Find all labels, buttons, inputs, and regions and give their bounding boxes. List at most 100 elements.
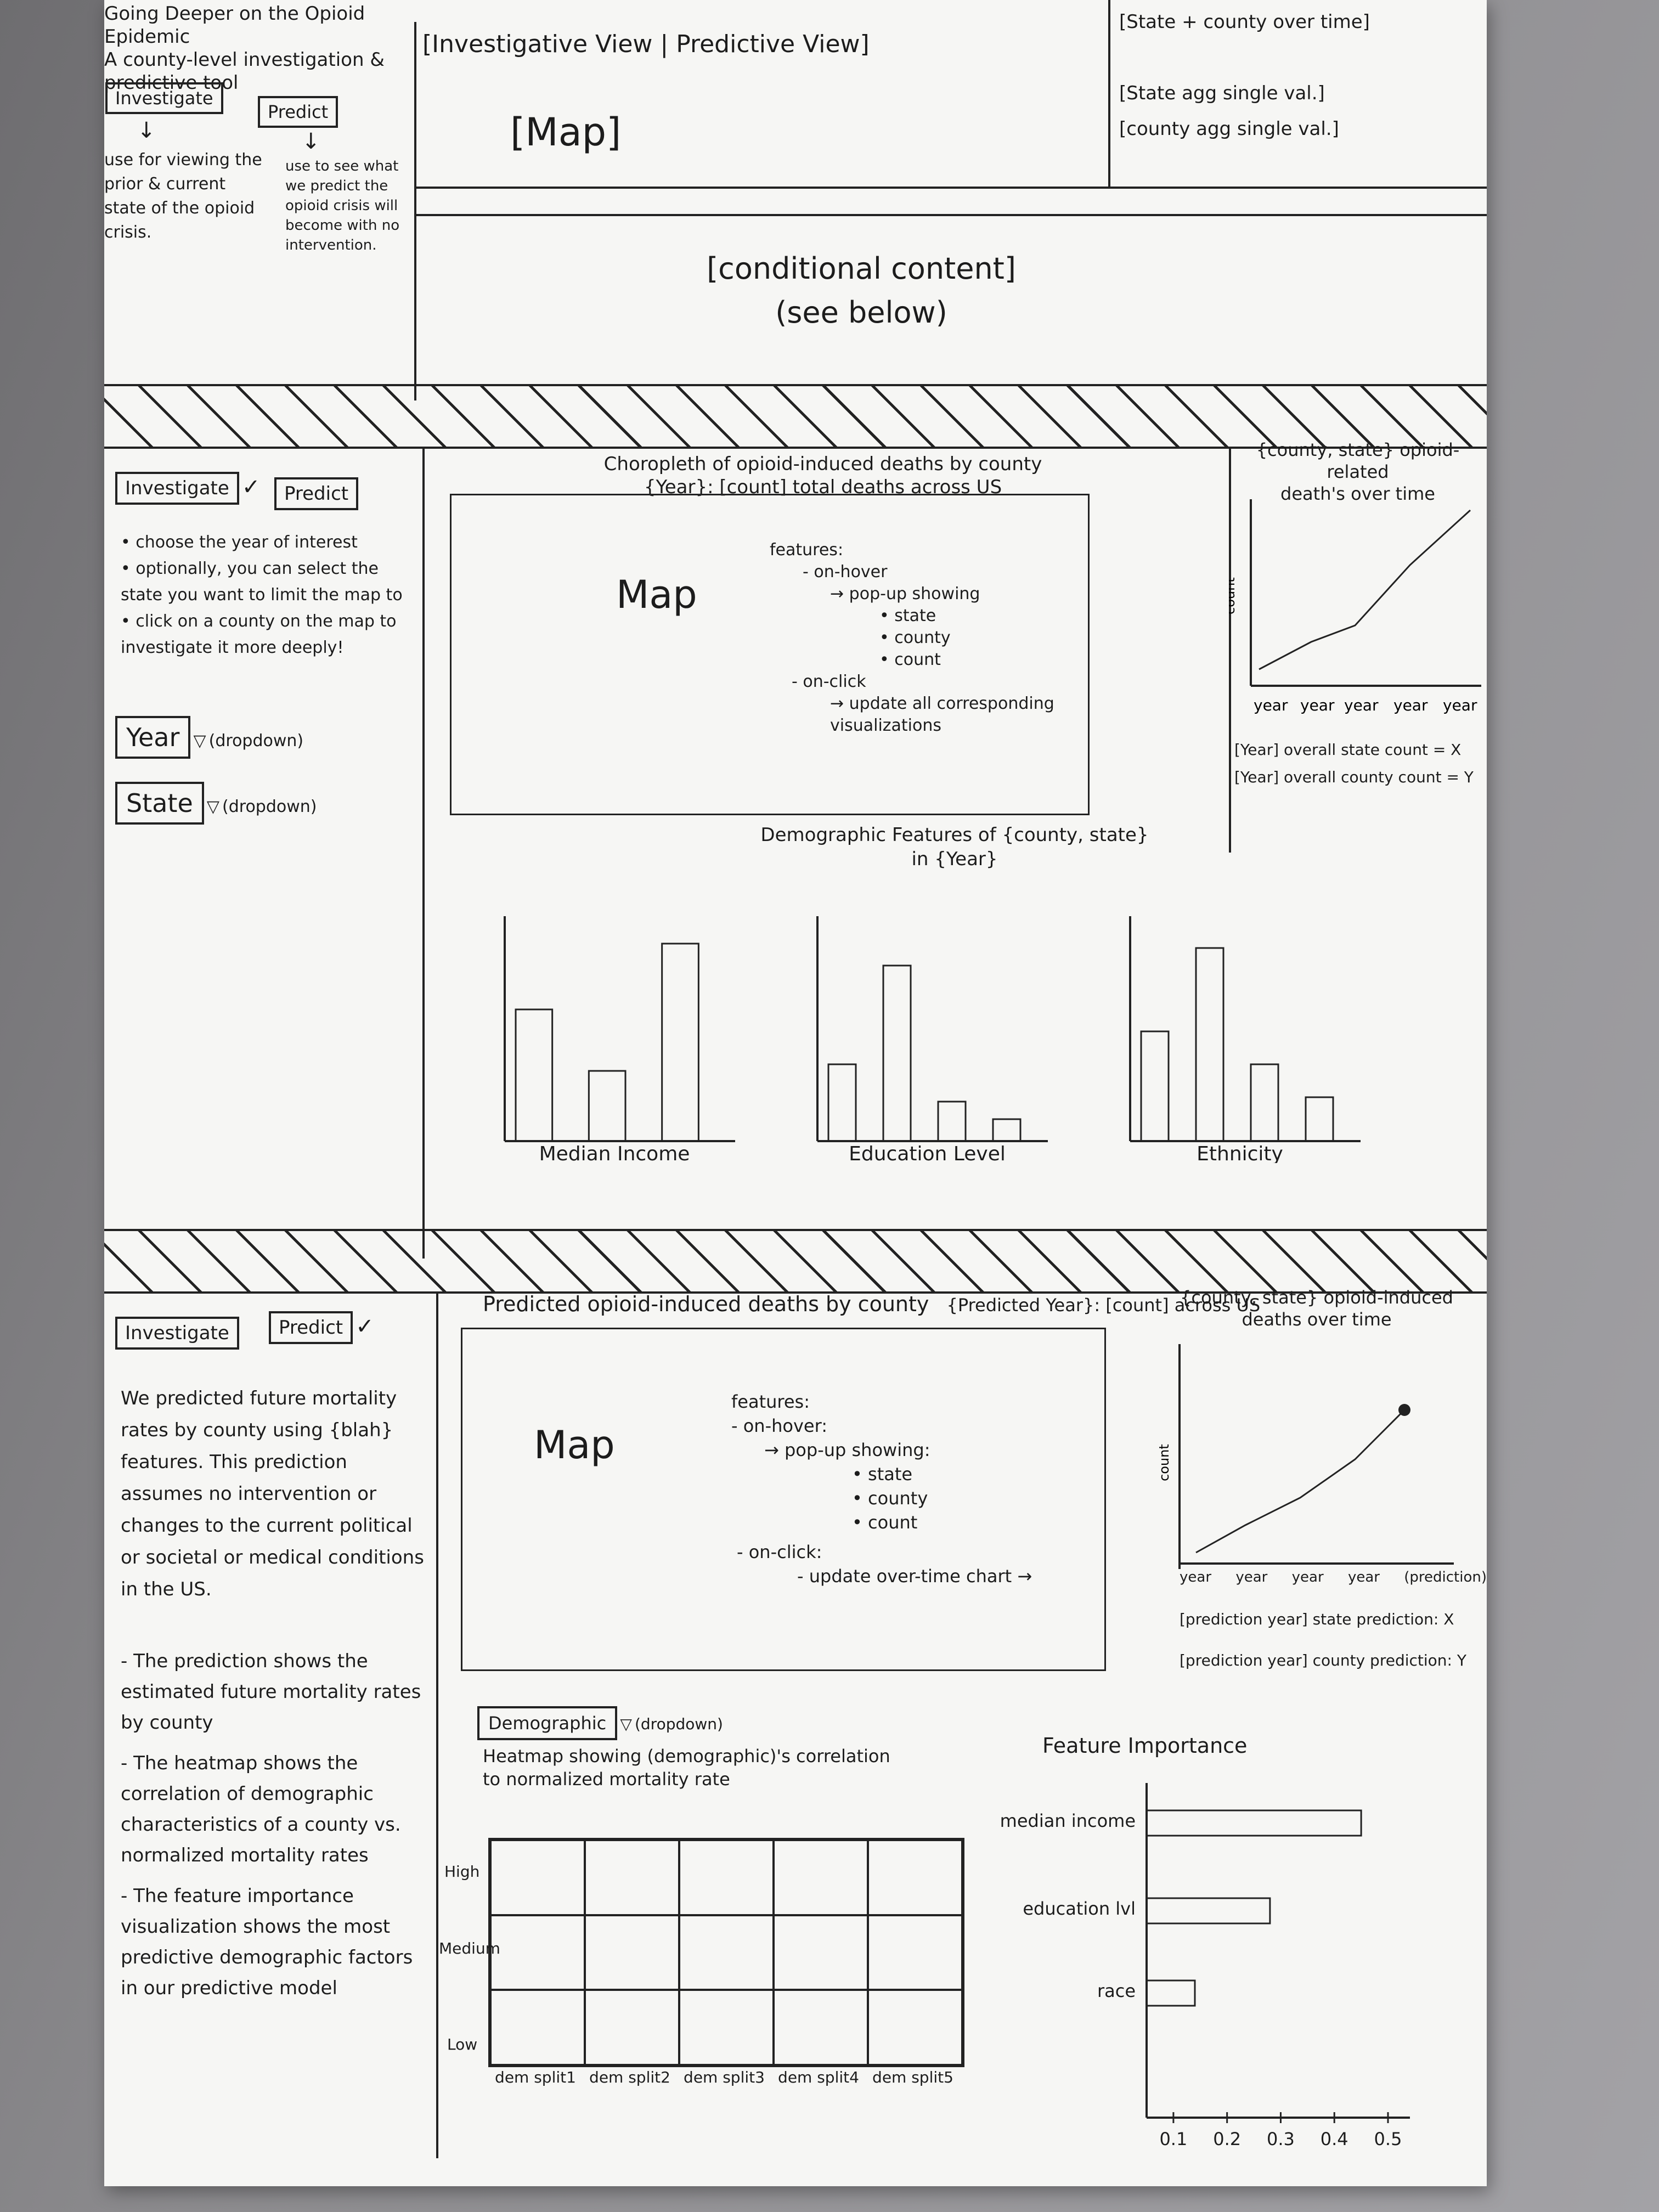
inv-tab-predict[interactable]: Predict bbox=[274, 477, 359, 510]
education-level-chart: Education Level bbox=[816, 916, 1048, 1163]
x-tick: year bbox=[1291, 1569, 1324, 1585]
pred-bullets: - The prediction shows the estimated fut… bbox=[121, 1646, 428, 2004]
inv-tab-investigate-label: Investigate bbox=[115, 472, 239, 505]
heatmap-cell[interactable] bbox=[868, 1990, 962, 2065]
bar[interactable] bbox=[1195, 947, 1224, 1142]
pred-map-label: Map bbox=[534, 1423, 615, 1468]
prediction-point bbox=[1398, 1404, 1410, 1416]
fi-bar[interactable] bbox=[1146, 1897, 1271, 1925]
chevron-down-icon: ▽ bbox=[206, 797, 219, 816]
pred-tab-investigate[interactable]: Investigate bbox=[115, 1317, 239, 1350]
heatmap-row-label: Low bbox=[447, 2035, 478, 2053]
bar[interactable] bbox=[1140, 1030, 1170, 1142]
inv-instruction-2: optionally, you can select the state you… bbox=[121, 556, 406, 608]
pred-line-title-line1: {county, state} opioid-induced bbox=[1180, 1287, 1453, 1308]
inv-map-title: Choropleth of opioid-induced deaths by c… bbox=[455, 453, 1190, 499]
pred-on-click-desc: - update over-time chart → bbox=[797, 1566, 1032, 1587]
inv-on-hover: - on-hover bbox=[803, 562, 888, 582]
inv-popup-item: count bbox=[770, 649, 1077, 671]
heatmap-row-label: High bbox=[444, 1863, 480, 1881]
heatmap-col-label: dem split5 bbox=[872, 2068, 953, 2086]
pred-stat-state: [prediction year] state prediction: X bbox=[1180, 1610, 1454, 1628]
x-tick-label: 0.3 bbox=[1267, 2129, 1295, 2149]
heatmap-cell[interactable] bbox=[679, 1915, 774, 1990]
bar[interactable] bbox=[827, 1063, 857, 1142]
heatmap-cell[interactable] bbox=[868, 1915, 962, 1990]
heatmap-cell[interactable] bbox=[490, 1990, 585, 2065]
heatmap-cell[interactable] bbox=[774, 1990, 868, 2065]
inv-tab-predict-label: Predict bbox=[274, 477, 359, 510]
inv-popup-item: state bbox=[770, 605, 1077, 627]
state-dropdown-label: State bbox=[115, 782, 204, 825]
x-tick: year bbox=[1180, 1569, 1212, 1585]
fi-bar[interactable] bbox=[1146, 1979, 1196, 2007]
bar[interactable] bbox=[992, 1118, 1022, 1142]
pred-tab-predict[interactable]: Predict ✓ bbox=[269, 1311, 374, 1344]
heatmap[interactable] bbox=[488, 1838, 964, 2067]
view-toggle[interactable]: [Investigative View | Predictive View] bbox=[422, 30, 870, 58]
demo-title: Demographic Features of {county, state} … bbox=[680, 823, 1229, 871]
inv-line-title-line2: death's over time bbox=[1280, 483, 1435, 504]
heatmap-cell[interactable] bbox=[585, 1840, 679, 1915]
x-tick: year bbox=[1344, 696, 1379, 714]
bar[interactable] bbox=[882, 964, 912, 1142]
pred-map-frame[interactable]: Map features: - on-hover: → pop-up showi… bbox=[461, 1328, 1106, 1671]
feature-importance-title: Feature Importance bbox=[1042, 1734, 1248, 1758]
state-dropdown[interactable]: State ▽ (dropdown) bbox=[115, 782, 317, 825]
inv-popup: → pop-up showing bbox=[830, 584, 980, 603]
heatmap-cell[interactable] bbox=[774, 1840, 868, 1915]
inv-tab-investigate[interactable]: Investigate ✓ bbox=[115, 472, 260, 505]
bar[interactable] bbox=[1305, 1096, 1334, 1142]
heatmap-cell[interactable] bbox=[679, 1840, 774, 1915]
x-tick: year bbox=[1443, 696, 1477, 714]
ethnicity-chart: Ethnicity bbox=[1129, 916, 1361, 1163]
inv-instructions: choose the year of interest optionally, … bbox=[121, 529, 406, 661]
inv-map-frame[interactable]: Map features: - on-hover → pop-up showin… bbox=[450, 494, 1090, 815]
heatmap-cell[interactable] bbox=[490, 1840, 585, 1915]
bar[interactable] bbox=[515, 1008, 554, 1142]
pred-line-ylabel: count bbox=[1156, 1444, 1172, 1481]
fi-bar[interactable] bbox=[1146, 1809, 1362, 1837]
x-tick: year bbox=[1300, 696, 1335, 714]
heatmap-cell[interactable] bbox=[774, 1915, 868, 1990]
heatmap-col-label: dem split4 bbox=[778, 2068, 859, 2086]
heatmap-cell[interactable] bbox=[585, 1990, 679, 2065]
pred-bullet-1: - The prediction shows the estimated fut… bbox=[121, 1650, 421, 1734]
heatmap-cell[interactable] bbox=[490, 1915, 585, 1990]
heatmap-cell[interactable] bbox=[868, 1840, 962, 1915]
x-tick-label: 0.4 bbox=[1321, 2129, 1348, 2149]
bar[interactable] bbox=[1250, 1063, 1279, 1142]
demographic-dropdown[interactable]: Demographic ▽ (dropdown) bbox=[477, 1706, 723, 1740]
pred-map-title-sub: {Predicted Year}: [count] across US bbox=[946, 1295, 1261, 1316]
heatmap-cell[interactable] bbox=[585, 1915, 679, 1990]
chevron-down-icon: ▽ bbox=[620, 1715, 632, 1733]
arrow-down-icon: ↓ bbox=[137, 118, 156, 143]
chevron-down-icon: ▽ bbox=[193, 731, 206, 751]
bar[interactable] bbox=[588, 1070, 627, 1142]
pred-bullet-2: - The heatmap shows the correlation of d… bbox=[121, 1752, 401, 1866]
inv-line-chart: count year year year year year bbox=[1229, 499, 1481, 714]
overview-predict-button[interactable]: Predict bbox=[258, 96, 338, 128]
divider bbox=[422, 447, 425, 1259]
bar[interactable] bbox=[661, 943, 699, 1142]
pred-popup-item: count bbox=[731, 1510, 1082, 1534]
x-tick: year bbox=[1235, 1569, 1268, 1585]
demo-title-line2: in {Year} bbox=[911, 848, 998, 870]
overview-predict-label: Predict bbox=[258, 96, 338, 128]
bar[interactable] bbox=[937, 1101, 967, 1142]
year-dropdown[interactable]: Year ▽ (dropdown) bbox=[115, 716, 303, 759]
conditional-content: [conditional content] (see below) bbox=[680, 247, 1042, 335]
arrow-down-icon: ↓ bbox=[302, 129, 320, 154]
x-tick-label: 0.2 bbox=[1213, 2129, 1241, 2149]
divider bbox=[1229, 447, 1231, 853]
pred-bullet-3: - The feature importance visualization s… bbox=[121, 1885, 413, 1999]
overview-investigate-button[interactable]: Investigate bbox=[105, 82, 223, 114]
heatmap-cell[interactable] bbox=[679, 1990, 774, 2065]
pred-on-click: - on-click: bbox=[737, 1542, 822, 1562]
predict-description: use to see what we predict the opioid cr… bbox=[285, 158, 400, 253]
conditional-line2: (see below) bbox=[775, 295, 947, 330]
inv-stat-county: [Year] overall county count = Y bbox=[1234, 768, 1474, 786]
title-line1: Going Deeper on the Opioid Epidemic bbox=[104, 3, 365, 48]
investigate-description: use for viewing the prior & current stat… bbox=[104, 150, 262, 242]
